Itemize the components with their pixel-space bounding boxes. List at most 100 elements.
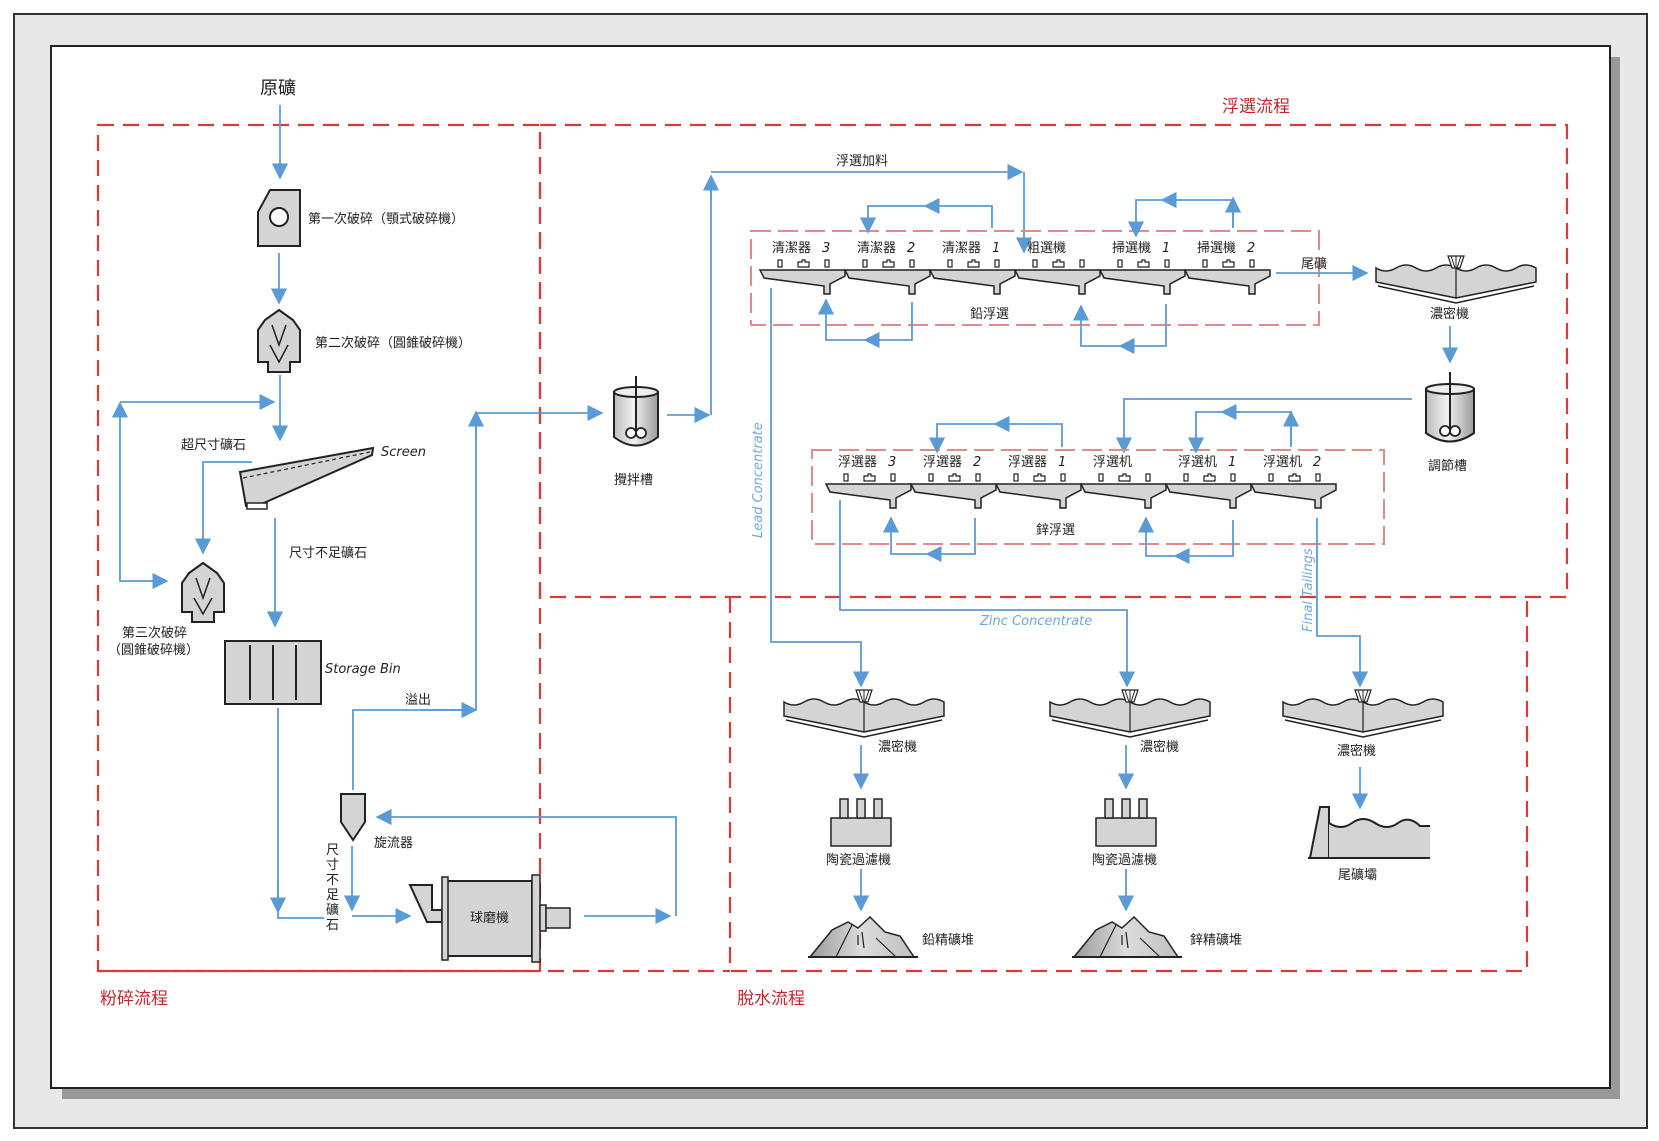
lead-cell-number: 1 — [992, 241, 1000, 256]
zinc-cell-number: 2 — [973, 455, 981, 470]
cone-crusher-icon — [257, 308, 301, 373]
zinc-concentrate-label: Zinc Concentrate — [979, 614, 1092, 629]
lead-cell-trough — [843, 269, 931, 295]
tertiary-cone-crusher-icon — [181, 561, 225, 623]
zinc-thickener-label: 濃密機 — [1140, 739, 1179, 755]
zinc-cell-name: 浮選机 — [1263, 455, 1302, 470]
flotation-section-border — [538, 123, 1569, 599]
crushing-section-label: 粉碎流程 — [100, 989, 168, 1009]
zinc-cell: 浮選机 1 — [1164, 455, 1252, 509]
lead-cell-trough — [758, 269, 846, 295]
lead-circuit-border — [750, 230, 1320, 326]
zinc-cell-trough — [824, 483, 912, 509]
lead-stockpile-icon — [808, 915, 918, 958]
zinc-filter-label: 陶瓷過濾機 — [1092, 852, 1157, 868]
zinc-cell-number: 2 — [1313, 455, 1321, 470]
lead-cell-name: 掃選機 — [1112, 240, 1151, 256]
lead-thickener-label: 濃密機 — [878, 739, 917, 755]
primary-crusher-label: 第一次破碎（顎式破碎機） — [308, 211, 464, 227]
cyclone-label: 旋流器 — [374, 836, 413, 851]
tailings-dam-label: 尾礦壩 — [1338, 867, 1377, 883]
dewatering-section-label: 脫水流程 — [737, 989, 805, 1009]
zinc-cell-trough — [909, 483, 997, 509]
zinc-cell-number: 1 — [1058, 455, 1066, 470]
lead-cell-name: 清潔器 — [942, 241, 981, 256]
ball-mill-label: 球磨機 — [470, 911, 509, 926]
lead-cell-name: 清潔器 — [772, 241, 811, 256]
zinc-cell-name: 浮選机 — [1178, 455, 1217, 470]
zinc-cell: 浮選器 1 — [994, 455, 1082, 509]
section-borders — [96, 123, 1569, 973]
dewatering-section-border — [728, 597, 1529, 973]
zinc-cell-trough — [1164, 483, 1252, 509]
lead-stockpile-label: 鉛精礦堆 — [922, 932, 974, 948]
tailings-label: 尾礦 — [1301, 256, 1327, 272]
screen-icon — [238, 446, 375, 510]
ball-mill-icon — [408, 874, 571, 963]
lead-cell: 掃選機 2 — [1183, 240, 1271, 295]
lead-cell-name: 清潔器 — [857, 241, 896, 256]
zinc-stockpile-icon — [1072, 915, 1182, 958]
tailings-thickener-icon — [1282, 689, 1444, 738]
lead-cell-trough — [1013, 269, 1101, 295]
cyclone-underflow-label: 尺寸不足礦石 — [326, 843, 339, 933]
lead-cell-trough — [1098, 269, 1186, 295]
zinc-circuit-border — [811, 449, 1385, 545]
oversize-label: 超尺寸礦石 — [181, 437, 246, 453]
conditioner-label: 調節槽 — [1428, 459, 1467, 474]
zinc-circuit-title: 鋅浮選 — [1036, 523, 1075, 538]
lead-cell-number: 3 — [822, 241, 830, 256]
final-tailings-label: Final Tailings — [1301, 548, 1316, 632]
zinc-ceramic-filter-icon — [1095, 798, 1157, 847]
flotation-feed-label: 浮選加料 — [836, 154, 888, 169]
zinc-cell-number: 1 — [1228, 455, 1236, 470]
lead-cell: 清潔器 3 — [758, 241, 846, 295]
lead-cell: 掃選機 1 — [1098, 240, 1186, 295]
agitator-label: 攪拌槽 — [614, 473, 653, 488]
zinc-cell: 浮選机 — [1079, 455, 1167, 509]
flotation-section-label: 浮選流程 — [1222, 97, 1290, 117]
zinc-thickener-icon — [1049, 689, 1211, 738]
lead-cell-trough — [1183, 269, 1271, 295]
zinc-cell-name: 浮選器 — [1008, 455, 1047, 470]
storage-bin-label: Storage Bin — [325, 662, 401, 677]
zinc-stockpile-label: 鋅精礦堆 — [1190, 932, 1242, 948]
lead-circuit-title: 鉛浮選 — [970, 307, 1009, 322]
raw-ore-label: 原礦 — [260, 78, 296, 99]
lead-cell-name: 粗選機 — [1027, 241, 1066, 256]
zinc-cell-trough — [994, 483, 1082, 509]
zinc-cell-trough — [1249, 483, 1337, 509]
lead-cell-name: 掃選機 — [1197, 240, 1236, 256]
lead-concentrate-label: Lead Concentrate — [751, 422, 766, 538]
tailings-thickener-label: 濃密機 — [1337, 743, 1376, 759]
conditioner-tank-icon — [1425, 372, 1475, 443]
zinc-cell-trough — [1079, 483, 1167, 509]
storage-bin-icon — [224, 640, 322, 705]
screen-label: Screen — [381, 445, 426, 460]
zinc-cell-number: 3 — [888, 455, 896, 470]
tailings-dam-icon — [1308, 806, 1430, 859]
lead-filter-label: 陶瓷過濾機 — [826, 852, 891, 868]
zinc-cell: 浮選机 2 — [1249, 455, 1337, 509]
jaw-crusher-icon — [257, 189, 301, 247]
zinc-cell-name: 浮選器 — [838, 455, 877, 470]
zinc-cell-name: 浮選机 — [1093, 455, 1132, 470]
undersize-label: 尺寸不足礦石 — [289, 545, 367, 561]
thickener-icon — [1375, 255, 1537, 304]
lead-cell-number: 2 — [1247, 241, 1255, 256]
tertiary-crusher-label-line1: 第三次破碎 — [122, 625, 187, 641]
lead-ceramic-filter-icon — [830, 798, 892, 847]
lead-cell-number: 1 — [1162, 241, 1170, 256]
lead-cell: 粗選機 — [1013, 241, 1101, 295]
page-frame — [13, 13, 1648, 1129]
agitator-tank-icon — [613, 376, 659, 447]
secondary-crusher-label: 第二次破碎（圓錐破碎機） — [315, 335, 471, 351]
overflow-label: 溢出 — [405, 693, 431, 708]
thickener-label: 濃密機 — [1430, 306, 1469, 322]
cyclone-icon — [340, 793, 366, 842]
